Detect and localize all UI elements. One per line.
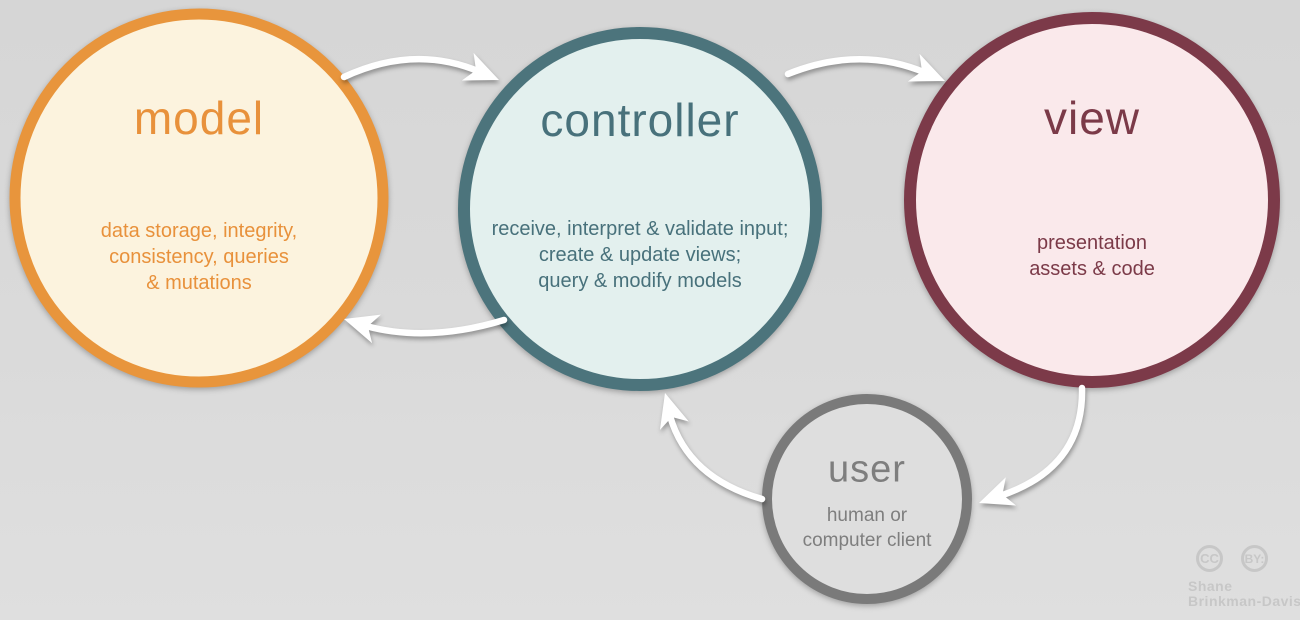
arrow-controller-to-model <box>339 304 508 344</box>
user-desc-line: human or <box>826 505 908 526</box>
author-name-line1: Shane <box>1188 578 1233 594</box>
view-desc-line: presentation <box>1036 232 1148 254</box>
cc-license-icon: CC <box>1196 545 1223 572</box>
controller-description: receive, interpret & validate input; cre… <box>492 216 789 294</box>
user-description: human or computer client <box>803 503 932 553</box>
model-description: data storage, integrity, consistency, qu… <box>101 218 297 296</box>
model-desc-line: consistency, queries <box>109 246 289 268</box>
arrow-controller-to-view <box>784 53 951 95</box>
controller-desc-line: create & update views; <box>538 244 742 266</box>
by-license-icon: BY: <box>1241 545 1268 572</box>
user-title: user <box>828 448 906 491</box>
controller-desc-line: query & modify models <box>538 270 742 292</box>
controller-title: controller <box>540 94 740 146</box>
user-circle <box>762 394 972 604</box>
view-title: view <box>1043 92 1141 144</box>
author-name-line2: Brinkman-Davis <box>1188 593 1300 609</box>
controller-desc-line: receive, interpret & validate input; <box>491 218 789 240</box>
model-title: model <box>133 92 265 144</box>
arrow-model-to-controller <box>340 52 505 94</box>
view-circle <box>904 12 1280 388</box>
model-desc-line: data storage, integrity, <box>100 220 298 242</box>
model-circle <box>9 8 389 388</box>
controller-circle <box>458 27 822 391</box>
user-desc-line: computer client <box>802 530 932 551</box>
view-desc-line: assets & code <box>1029 258 1155 280</box>
view-description: presentation assets & code <box>1029 230 1155 282</box>
arrow-user-to-controller <box>650 388 766 503</box>
arrow-view-to-user <box>973 384 1086 518</box>
model-desc-line: & mutations <box>146 272 252 294</box>
